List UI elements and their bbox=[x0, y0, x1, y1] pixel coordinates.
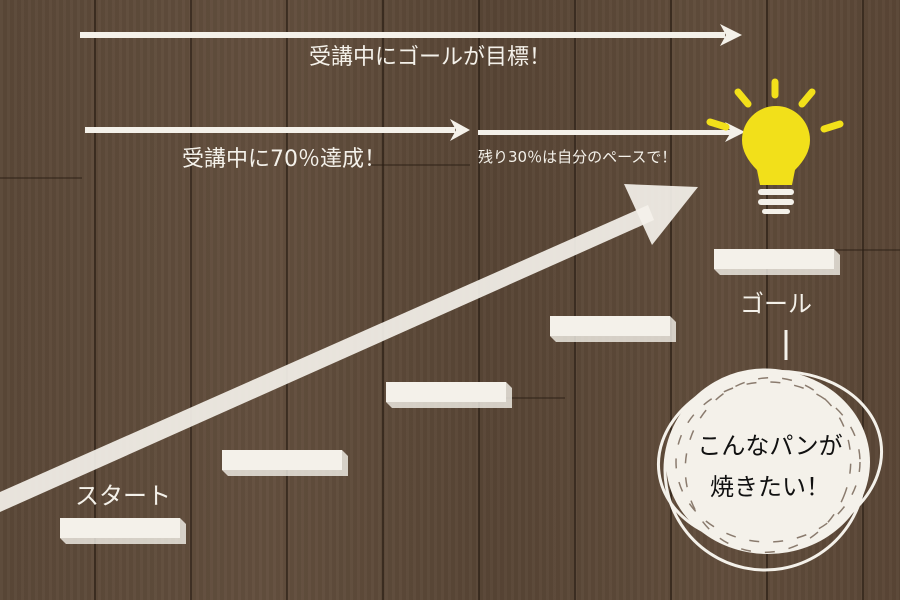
step-goal bbox=[714, 249, 840, 275]
thought-bubble bbox=[656, 330, 884, 572]
goal-label: ゴール bbox=[740, 290, 812, 318]
bubble-text-line1: こんなパンが bbox=[697, 432, 842, 460]
stair-steps bbox=[60, 249, 840, 544]
start-label: スタート bbox=[75, 482, 171, 510]
lightbulb-icon bbox=[706, 78, 844, 214]
remaining-arrow bbox=[478, 122, 745, 142]
step-4 bbox=[550, 316, 676, 342]
progress-arrow bbox=[85, 119, 470, 141]
goal-arrow-label: 受講中にゴールが目標！ bbox=[309, 45, 551, 70]
bubble-text-line2: 焼きたい！ bbox=[710, 473, 830, 501]
step-2 bbox=[222, 450, 348, 476]
progress-arrow-label: 受講中に70％達成！ bbox=[182, 147, 386, 172]
step-3 bbox=[386, 382, 512, 408]
goal-arrow bbox=[80, 24, 742, 46]
growth-arrow bbox=[0, 184, 698, 512]
remaining-arrow-label: 残り30％は自分のペースで！ bbox=[478, 148, 676, 166]
step-1 bbox=[60, 518, 186, 544]
